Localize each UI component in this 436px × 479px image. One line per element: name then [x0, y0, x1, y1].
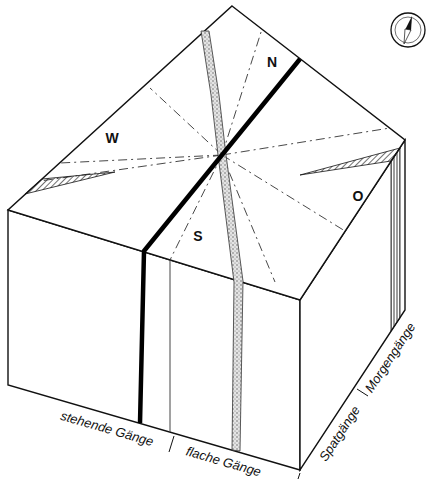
stippled-vein [201, 31, 243, 451]
direction-letter: W [105, 131, 118, 145]
thick-vein [140, 59, 300, 423]
vein-band [391, 148, 400, 331]
direction-letter: O [353, 189, 364, 203]
wedge-vein [300, 148, 400, 175]
wedge-vein [25, 172, 115, 194]
compass-icon [391, 13, 425, 47]
separator-tick [169, 389, 368, 479]
thin-vein [170, 260, 171, 432]
direction-letter: N [267, 55, 277, 69]
direction-letter: S [193, 229, 202, 243]
